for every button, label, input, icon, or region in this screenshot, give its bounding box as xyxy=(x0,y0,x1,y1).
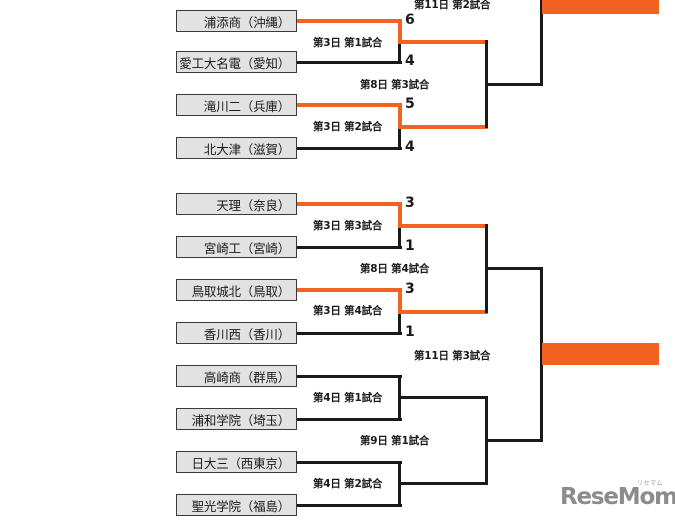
result-bar xyxy=(542,343,659,365)
pair-output-line xyxy=(398,482,488,485)
feeder-line xyxy=(297,460,402,464)
score-value: 3 xyxy=(405,281,415,297)
team-box: 天理（奈良） xyxy=(176,193,297,215)
team-box: 愛工大名電（愛知） xyxy=(176,51,297,73)
team-box: 宮崎工（宮崎） xyxy=(176,236,297,258)
score-value: 3 xyxy=(405,195,415,211)
winner-connector xyxy=(397,19,402,44)
winner-connector xyxy=(397,103,402,129)
team-box: 日大三（西東京） xyxy=(176,451,297,473)
team-box: 浦和学院（埼玉） xyxy=(176,408,297,430)
result-bar xyxy=(542,0,659,14)
match-label: 第3日 第3試合 xyxy=(313,220,383,232)
pair-output-line xyxy=(398,396,488,399)
logo-kana: リセマム xyxy=(636,480,663,487)
logo-wordmark: ReseMom xyxy=(560,484,675,510)
pair-output-line xyxy=(398,39,488,44)
pair-output-line xyxy=(398,309,488,314)
feeder-line xyxy=(297,202,402,206)
quarter-output-line xyxy=(485,82,543,86)
match-label: 第8日 第4試合 xyxy=(360,263,430,275)
feeder-line xyxy=(297,374,402,378)
feeder-line xyxy=(297,245,402,249)
team-box: 香川西（香川） xyxy=(176,322,297,344)
feeder-line xyxy=(297,503,402,507)
feeder-line xyxy=(297,103,402,107)
team-box: 北大津（滋賀） xyxy=(176,137,297,159)
winner-connector xyxy=(397,202,402,228)
match-label: 第4日 第1試合 xyxy=(313,392,383,404)
match-label: 第8日 第3試合 xyxy=(360,79,430,91)
team-box: 高崎商（群馬） xyxy=(176,365,297,387)
feeder-line xyxy=(297,417,402,421)
feeder-line xyxy=(297,60,402,64)
feeder-line xyxy=(297,19,402,23)
score-value: 1 xyxy=(405,324,415,340)
match-label: 第9日 第1試合 xyxy=(360,435,430,447)
match-label: 第3日 第2試合 xyxy=(313,121,383,133)
team-box: 聖光学院（福島） xyxy=(176,494,297,516)
quarter-output-line xyxy=(485,439,543,442)
score-value: 6 xyxy=(405,12,415,28)
match-label: 第4日 第2試合 xyxy=(313,478,383,490)
semi-connector-upper xyxy=(540,0,543,86)
score-value: 5 xyxy=(405,96,415,112)
feeder-line xyxy=(297,146,402,150)
match-label: 第11日 第3試合 xyxy=(414,350,491,362)
pair-output-line xyxy=(398,223,488,228)
team-box: 鳥取城北（鳥取） xyxy=(176,279,297,301)
pair-output-line xyxy=(398,124,488,129)
score-value: 4 xyxy=(405,139,415,155)
winner-connector xyxy=(397,288,402,314)
team-box: 浦添商（沖縄） xyxy=(176,10,297,32)
quarter-output-line xyxy=(485,267,543,270)
match-label: 第11日 第2試合 xyxy=(414,0,491,11)
team-box: 滝川二（兵庫） xyxy=(176,94,297,116)
score-value: 1 xyxy=(405,238,415,254)
match-label: 第3日 第1試合 xyxy=(313,37,383,49)
feeder-line xyxy=(297,288,402,292)
feeder-line xyxy=(297,331,402,335)
match-label: 第3日 第4試合 xyxy=(313,305,383,317)
score-value: 4 xyxy=(405,53,415,69)
